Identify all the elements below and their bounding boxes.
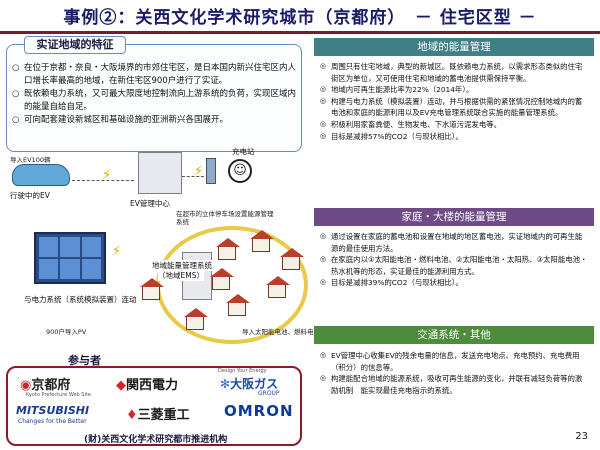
smiley-icon: ☺ [228, 159, 252, 183]
panel-transport-heading: 交通系统・其他 [314, 326, 594, 344]
osaka-gas-tagline: Design Your Energy [218, 368, 267, 374]
panel-item: 构建能配合地域的能源系统，吸收可再生能源的变化，并联有减轻负荷等的激励机制 能实… [320, 373, 588, 396]
promotion-org-label: (财)关西文化学术研究都市推进机构 [84, 435, 228, 445]
connector-line [182, 176, 204, 177]
ev-center-building [138, 152, 182, 194]
participants-heading: 参与者 [68, 354, 101, 367]
house-icon [250, 230, 274, 252]
cems-abbr-label: （地域EMS） [158, 270, 204, 281]
house-icon [280, 248, 304, 270]
ev-car-icon [12, 164, 70, 186]
ev-import-label: 导入EV100辆 [10, 156, 51, 164]
kansai-electric-logo: ◆関西電力 [116, 378, 179, 393]
osaka-gas-logo: ✻大阪ガス [220, 377, 279, 391]
panel-item: 积极利用家畜粪便、生物发电、下水道污泥发电等。 [320, 119, 588, 131]
panel-transport-body: EV管理中心收集EV的残余电量的信息，发送充电地点、充电预约、充电费用（积分）的… [314, 346, 594, 416]
ev-center-label: EV管理中心 [130, 199, 170, 208]
page-title: 事例②：关西文化学术研究城市（京都府） － 住宅区型 － [63, 8, 537, 28]
panel-item: 通过设置在家庭的蓄电池和设置在地域的地区蓄电池，实证地域内的可再生能源的最佳使用… [320, 231, 588, 254]
house-icon [210, 268, 234, 290]
smart-city-diagram: 导入EV100辆 行驶中的EV ⚡ ⚡ EV管理中心 充电站 ☺ 在超市的立体停… [6, 147, 320, 344]
cems-label: 地域能量管理系统 [152, 260, 212, 271]
kyoto-pref-logo: ◉京都府 [20, 378, 71, 393]
mitsubishi-electric-logo-sub: Changes for the Better [18, 418, 87, 425]
title-bar: 事例②：关西文化学术研究城市（京都府） － 住宅区型 － [0, 0, 600, 34]
feature-heading: 实证地域的特征 [24, 36, 126, 54]
ev-driving-label: 行驶中的EV [10, 191, 50, 200]
house-icon [216, 238, 240, 260]
panel-item: 周围只有住宅地域，典型的新城区。既依赖电力系统，以需求形态类似的住宅街区为单位，… [320, 61, 588, 84]
lightning-icon: ⚡ [194, 164, 204, 179]
feature-item: 既依赖电力系统，又可最大限度地控制流向上游系统的负荷，实现区域内的能量自给自足。 [12, 88, 298, 113]
panel-item: 目标是减排39%的CO2（与现状相比）。 [320, 277, 588, 289]
lightning-icon: ⚡ [102, 168, 112, 183]
kyoto-pref-logo-sub: Kyoto Prefecture Web Site [26, 392, 91, 398]
mitsubishi-electric-logo: MITSUBISHI [16, 404, 90, 417]
page-number: 23 [575, 431, 588, 442]
lightning-icon: ⚡ [112, 244, 122, 259]
feature-list: 在位于京都・奈良・大阪境界的市郊住宅区，是日本国内新兴住宅区内人口增长率最高的地… [12, 62, 298, 128]
charger-note-label: 在超市的立体停车场设置能源管理系统 [176, 210, 274, 226]
mhi-logo: ♦三菱重工 [126, 408, 190, 423]
house-icon [184, 308, 208, 330]
charging-station-label: 充电站 [232, 147, 255, 156]
house-icon [266, 276, 290, 298]
panel-item: 在家庭内以①太阳能电池・燃料电池、②太阳能电池・太阳热、③太阳能电池・热水机等的… [320, 254, 588, 277]
panel-item: EV管理中心收集EV的残余电量的信息，发送充电地点、充电预约、充电费用（积分）的… [320, 350, 588, 373]
houses-import-label: 900户导入PV [46, 328, 87, 336]
panel-item: 地域内可再生能源比率为22%（2014年）。 [320, 84, 588, 96]
grid-link-label: 与电力系统（系统模拟装置）连动 [24, 295, 137, 304]
house-note-label: 导入太阳能电池、燃料电池 [242, 328, 320, 336]
charging-station-icon [206, 158, 216, 184]
feature-item: 在位于京都・奈良・大阪境界的市郊住宅区，是日本国内新兴住宅区内人口增长率最高的地… [12, 62, 298, 87]
house-icon [140, 278, 164, 300]
panel-item: 构建与电力系统（模拟装置）连动，并与根据供需的紧张情况控制地域内的蓄电池和家庭的… [320, 96, 588, 119]
omron-logo: OMRON [224, 402, 294, 420]
panel-regional-energy-body: 周围只有住宅地域，典型的新城区。既依赖电力系统，以需求形态类似的住宅街区为单位，… [314, 57, 594, 197]
panel-home-building-heading: 家庭・大楼的能量管理 [314, 208, 594, 226]
participants-box: ◉京都府 Kyoto Prefecture Web Site ◆関西電力 Des… [6, 366, 302, 446]
connector-line [72, 180, 134, 181]
house-icon [226, 294, 250, 316]
feature-item: 可向配套建设新城区和基础设施的亚洲新兴各国展开。 [12, 114, 298, 127]
panel-regional-energy-heading: 地域的能量管理 [314, 38, 594, 56]
osaka-gas-logo-sub: GROUP [258, 390, 280, 397]
panel-home-building-body: 通过设置在家庭的蓄电池和设置在地域的地区蓄电池，实证地域内的可再生能源的最佳使用… [314, 227, 594, 309]
panel-item: 目标是减排57%的CO2（与现状相比）。 [320, 131, 588, 143]
control-room-screens [34, 232, 106, 284]
